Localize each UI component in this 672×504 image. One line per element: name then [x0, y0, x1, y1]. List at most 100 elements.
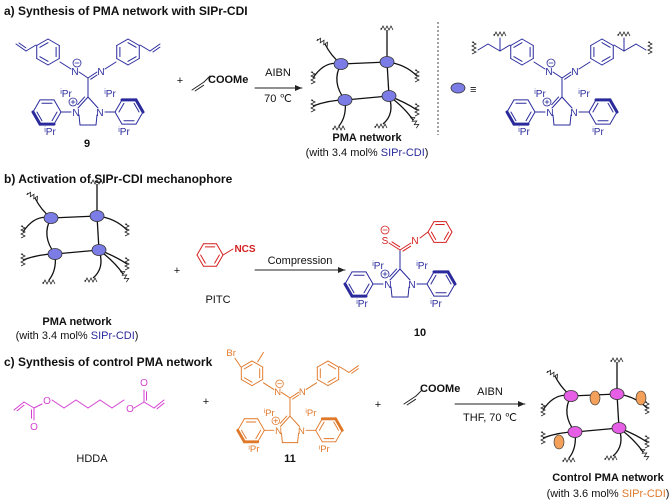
- bond: [363, 283, 370, 294]
- wavy-bond: [26, 191, 38, 201]
- bond: [280, 432, 283, 444]
- bond: [588, 111, 597, 125]
- bond: [99, 399, 113, 409]
- bond: [525, 111, 532, 122]
- bromine-label: Br: [226, 348, 236, 359]
- bond: [333, 421, 340, 431]
- bond: [257, 351, 264, 363]
- crosslink-node-icon: [381, 90, 397, 102]
- wavy-bond: [124, 223, 130, 237]
- panel-a-title: a) Synthesis of PMA network with SIPr-CD…: [4, 4, 248, 18]
- nitrogen-label: N: [274, 387, 281, 398]
- ipr-i: i: [44, 127, 46, 134]
- bond: [257, 429, 265, 443]
- arrowhead-icon: [338, 267, 345, 273]
- ipr-i: i: [372, 261, 374, 268]
- ipr-label: iPr: [372, 261, 384, 272]
- bond: [388, 242, 401, 251]
- bond: [561, 71, 572, 79]
- wavy-bond: [42, 279, 56, 285]
- crosslink-node-icon: [89, 210, 105, 222]
- wavy-bond: [316, 37, 328, 47]
- bond: [348, 283, 355, 294]
- bond: [33, 403, 43, 409]
- bond: [153, 399, 165, 409]
- network-note: (with 3.4 mol% SIPr-CDI): [16, 330, 139, 342]
- bond: [506, 99, 515, 113]
- ipr-label: iPr: [356, 299, 368, 310]
- bond: [216, 243, 224, 256]
- bond: [527, 99, 536, 113]
- bond: [133, 401, 145, 409]
- bond: [445, 221, 453, 233]
- bond: [316, 360, 329, 368]
- wavy-bond: [644, 435, 650, 449]
- hdda-label: HDDA: [76, 453, 108, 465]
- nitrogen-label: N: [384, 280, 391, 291]
- control-pma-network-graphic: [540, 357, 650, 463]
- ipr-label: iPr: [319, 444, 330, 455]
- wavy-bond: [414, 103, 420, 117]
- bond: [53, 99, 62, 113]
- ipr-pr: Pr: [106, 89, 117, 100]
- crosslink-node-icon: [379, 56, 395, 68]
- ipr-pr: Pr: [374, 261, 385, 272]
- methyl-acrylate-structure: [403, 389, 423, 406]
- bond: [407, 286, 410, 298]
- bond: [36, 58, 49, 66]
- nitrogen-label: N: [71, 67, 78, 78]
- bond: [403, 395, 417, 405]
- network-label: PMA network: [42, 316, 112, 328]
- wavy-bond: [540, 431, 546, 445]
- bond: [156, 402, 165, 410]
- ipr-i: i: [248, 444, 250, 451]
- equivalence-sign: ≡: [470, 84, 476, 96]
- ipr-label: iPr: [305, 408, 316, 419]
- bond: [446, 270, 457, 286]
- bond: [487, 43, 501, 52]
- bond: [16, 404, 25, 412]
- nitrogen-label: N: [298, 426, 305, 437]
- bond: [623, 43, 637, 52]
- bond: [609, 111, 618, 125]
- bond: [262, 382, 275, 390]
- bond: [443, 231, 450, 240]
- bond: [338, 366, 350, 373]
- bond: [601, 42, 611, 48]
- bond: [87, 399, 101, 409]
- nitrogen-label: N: [299, 387, 306, 398]
- bond: [505, 110, 516, 126]
- bond: [569, 114, 572, 126]
- ipr-pr: Pr: [320, 444, 330, 455]
- panel-b-title: b) Activation of SIPr-CDI mechanophore: [4, 172, 233, 186]
- bond: [415, 389, 423, 397]
- nitrogen-label: N: [545, 67, 552, 78]
- bond: [551, 96, 560, 106]
- bond: [280, 391, 291, 399]
- ipr-label: iPr: [578, 89, 590, 100]
- bond: [327, 378, 340, 387]
- ipr-i: i: [430, 299, 432, 306]
- bond: [601, 56, 611, 62]
- bond: [389, 268, 398, 278]
- product-note: (with 3.4 mol% SIPr-CDI): [306, 147, 429, 159]
- bond: [18, 42, 27, 49]
- bond: [399, 268, 411, 281]
- bond: [203, 75, 211, 83]
- ipr-label: iPr: [118, 127, 130, 138]
- polymer-chain: [22, 249, 128, 265]
- bond: [243, 363, 253, 370]
- bond: [32, 99, 41, 113]
- bond: [134, 98, 145, 114]
- wavy-bond: [374, 123, 388, 129]
- wavy-bond: [410, 116, 420, 129]
- ipr-pr: Pr: [62, 89, 73, 100]
- ipr-label: iPr: [592, 127, 604, 138]
- pma-network-graphic: [20, 179, 130, 285]
- nitrogen-label: N: [408, 280, 415, 291]
- bond: [116, 38, 129, 46]
- bond: [499, 44, 511, 52]
- bond: [243, 377, 253, 383]
- bond: [59, 61, 72, 70]
